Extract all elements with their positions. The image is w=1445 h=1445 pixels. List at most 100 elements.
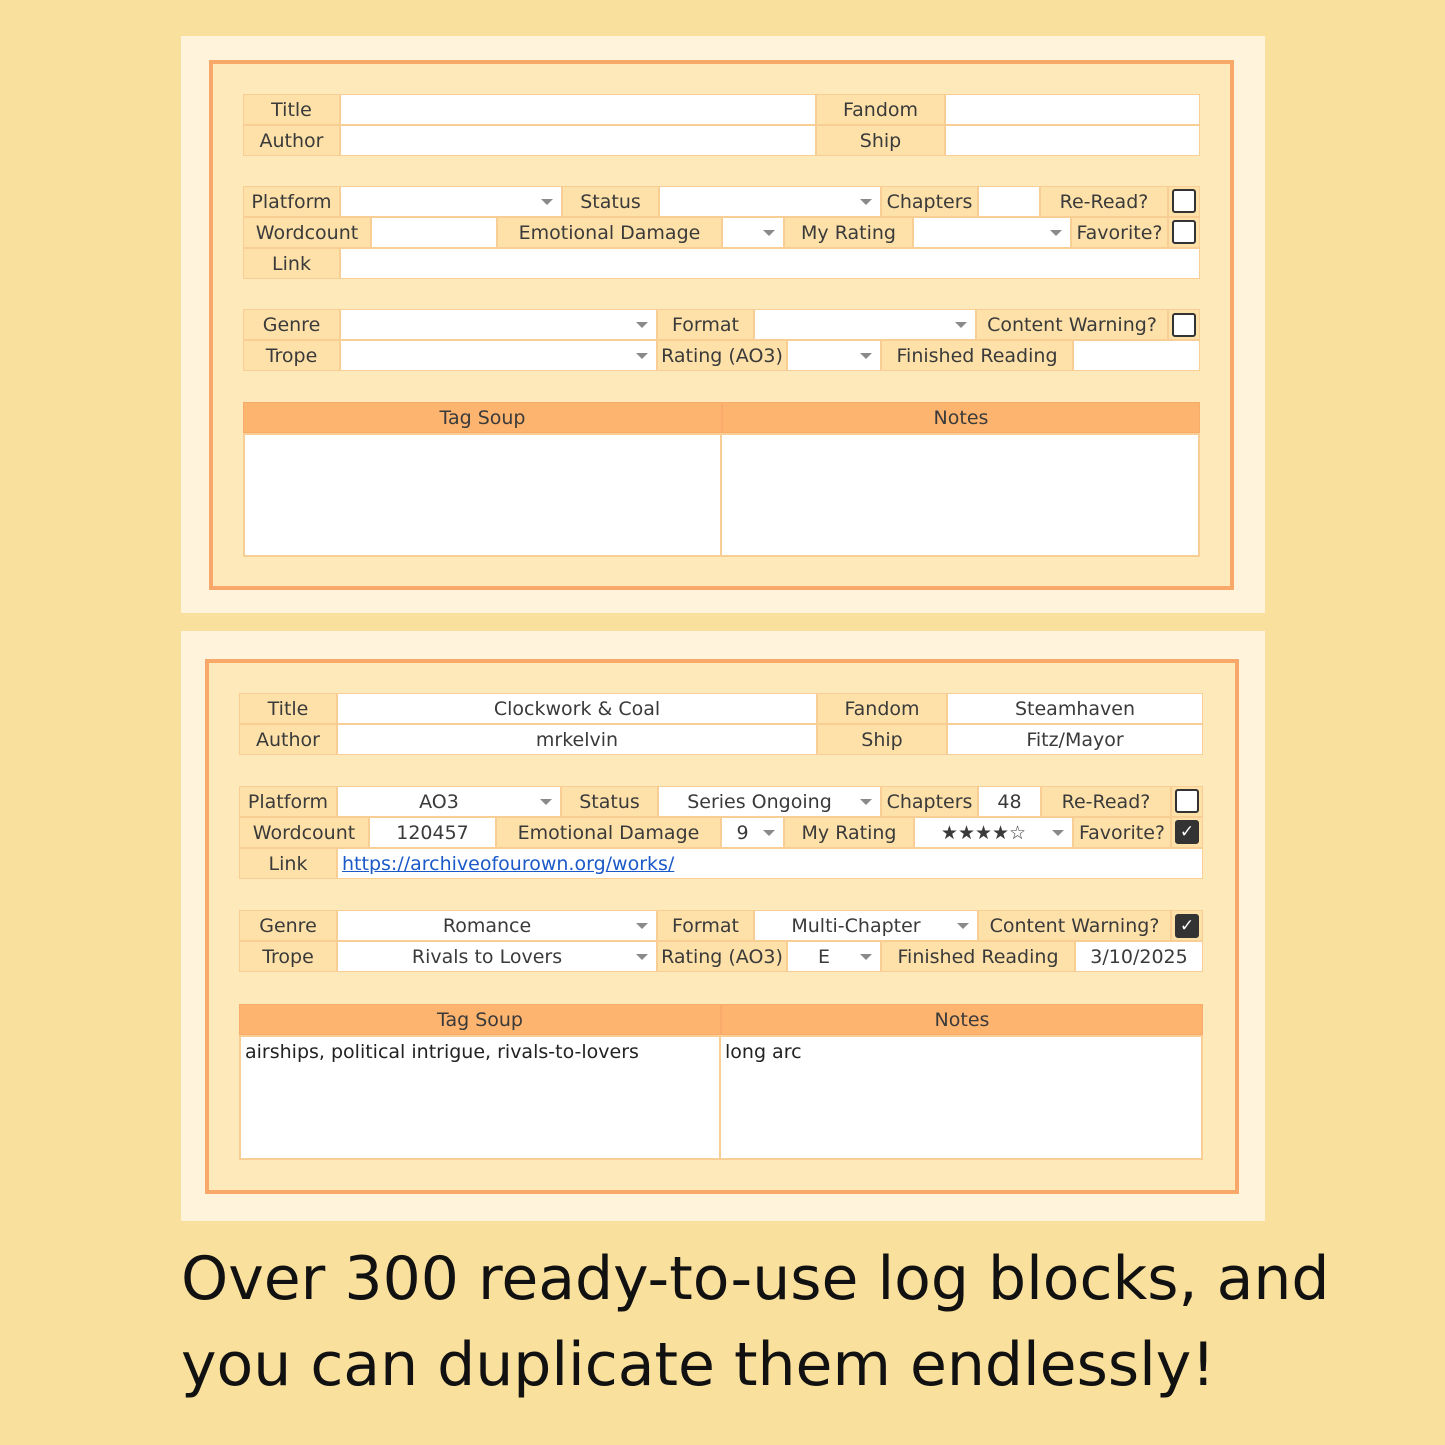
author-label: Author bbox=[243, 125, 340, 156]
link-url[interactable]: https://archiveofourown.org/works/ bbox=[342, 852, 675, 875]
tag-soup-header: Tag Soup bbox=[239, 1004, 721, 1035]
status-dropdown[interactable]: Series Ongoing bbox=[658, 786, 881, 817]
format-value: Multi-Chapter bbox=[791, 914, 921, 937]
favorite-label: Favorite? bbox=[1073, 817, 1171, 848]
link-label: Link bbox=[243, 248, 340, 279]
notes-textarea[interactable]: long arc bbox=[719, 1035, 1203, 1160]
favorite-checkbox[interactable] bbox=[1172, 220, 1196, 244]
content-warning-checkbox[interactable] bbox=[1172, 313, 1196, 337]
title-input[interactable] bbox=[340, 94, 816, 125]
favorite-checkbox[interactable]: ✓ bbox=[1175, 820, 1199, 844]
genre-dropdown[interactable] bbox=[340, 309, 657, 340]
title-label: Title bbox=[243, 94, 340, 125]
caret-down-icon bbox=[636, 322, 648, 328]
log-block-empty: Title Fandom Author Ship Platform Status… bbox=[181, 36, 1265, 613]
my-rating-value: ★★★★☆ bbox=[940, 821, 1027, 844]
trope-dropdown[interactable]: Rivals to Lovers bbox=[337, 941, 657, 972]
rating-ao3-dropdown[interactable]: E bbox=[787, 941, 881, 972]
content-warning-label: Content Warning? bbox=[976, 309, 1168, 340]
chapters-input[interactable]: 48 bbox=[978, 786, 1041, 817]
check-icon: ✓ bbox=[1179, 916, 1195, 936]
ship-input[interactable] bbox=[945, 125, 1200, 156]
genre-value: Romance bbox=[442, 914, 532, 937]
platform-label: Platform bbox=[243, 186, 340, 217]
promo-caption: Over 300 ready-to-use log blocks, and yo… bbox=[181, 1244, 1330, 1400]
finished-reading-label: Finished Reading bbox=[881, 941, 1075, 972]
link-label: Link bbox=[239, 848, 337, 879]
check-icon: ✓ bbox=[1179, 822, 1195, 842]
format-dropdown[interactable]: Multi-Chapter bbox=[754, 910, 978, 941]
tag-soup-textarea[interactable]: airships, political intrigue, rivals-to-… bbox=[239, 1035, 721, 1160]
caret-down-icon bbox=[860, 799, 872, 805]
log-block-filled: Title Clockwork & Coal Fandom Steamhaven… bbox=[181, 631, 1265, 1221]
platform-label: Platform bbox=[239, 786, 337, 817]
content-warning-label: Content Warning? bbox=[978, 910, 1171, 941]
link-input[interactable] bbox=[340, 248, 1200, 279]
chapters-input[interactable] bbox=[978, 186, 1040, 217]
finished-reading-input[interactable]: 3/10/2025 bbox=[1075, 941, 1203, 972]
caret-down-icon bbox=[540, 799, 552, 805]
trope-label: Trope bbox=[239, 941, 337, 972]
caret-down-icon bbox=[955, 322, 967, 328]
fandom-input[interactable] bbox=[945, 94, 1200, 125]
ship-label: Ship bbox=[817, 724, 947, 755]
reread-label: Re-Read? bbox=[1040, 186, 1168, 217]
status-label: Status bbox=[562, 186, 659, 217]
title-input[interactable]: Clockwork & Coal bbox=[337, 693, 817, 724]
platform-dropdown[interactable]: AO3 bbox=[337, 786, 561, 817]
format-label: Format bbox=[657, 309, 754, 340]
caret-down-icon bbox=[1050, 230, 1062, 236]
wordcount-input[interactable]: 120457 bbox=[369, 817, 496, 848]
caret-down-icon bbox=[860, 353, 872, 359]
chapters-label: Chapters bbox=[881, 786, 978, 817]
finished-reading-label: Finished Reading bbox=[881, 340, 1073, 371]
format-dropdown[interactable] bbox=[754, 309, 976, 340]
platform-dropdown[interactable] bbox=[340, 186, 562, 217]
caret-down-icon bbox=[860, 954, 872, 960]
rating-ao3-dropdown[interactable] bbox=[787, 340, 881, 371]
emotional-damage-dropdown[interactable] bbox=[722, 217, 784, 248]
wordcount-label: Wordcount bbox=[243, 217, 371, 248]
my-rating-dropdown[interactable] bbox=[913, 217, 1071, 248]
caret-down-icon bbox=[636, 353, 648, 359]
fandom-input[interactable]: Steamhaven bbox=[947, 693, 1203, 724]
caret-down-icon bbox=[860, 199, 872, 205]
caret-down-icon bbox=[541, 199, 553, 205]
favorite-label: Favorite? bbox=[1071, 217, 1168, 248]
author-input[interactable]: mrkelvin bbox=[337, 724, 817, 755]
rating-ao3-value: E bbox=[817, 945, 830, 968]
trope-label: Trope bbox=[243, 340, 340, 371]
wordcount-input[interactable] bbox=[371, 217, 497, 248]
reread-checkbox[interactable] bbox=[1175, 789, 1199, 813]
format-label: Format bbox=[657, 910, 754, 941]
title-label: Title bbox=[239, 693, 337, 724]
finished-reading-input[interactable] bbox=[1073, 340, 1200, 371]
author-input[interactable] bbox=[340, 125, 816, 156]
notes-textarea[interactable] bbox=[720, 433, 1200, 557]
rating-ao3-label: Rating (AO3) bbox=[657, 941, 787, 972]
ship-input[interactable]: Fitz/Mayor bbox=[947, 724, 1203, 755]
genre-label: Genre bbox=[239, 910, 337, 941]
emotional-damage-label: Emotional Damage bbox=[497, 217, 722, 248]
status-dropdown[interactable] bbox=[659, 186, 881, 217]
emotional-damage-dropdown[interactable]: 9 bbox=[721, 817, 784, 848]
link-input[interactable]: https://archiveofourown.org/works/ bbox=[337, 848, 1203, 879]
my-rating-dropdown[interactable]: ★★★★☆ bbox=[914, 817, 1073, 848]
fandom-label: Fandom bbox=[817, 693, 947, 724]
notes-header: Notes bbox=[721, 1004, 1203, 1035]
rating-ao3-label: Rating (AO3) bbox=[657, 340, 787, 371]
tag-soup-header: Tag Soup bbox=[243, 402, 722, 433]
reread-label: Re-Read? bbox=[1041, 786, 1171, 817]
chapters-label: Chapters bbox=[881, 186, 978, 217]
emotional-damage-label: Emotional Damage bbox=[496, 817, 721, 848]
caret-down-icon bbox=[763, 230, 775, 236]
trope-dropdown[interactable] bbox=[340, 340, 657, 371]
my-rating-label: My Rating bbox=[784, 217, 913, 248]
status-value: Series Ongoing bbox=[687, 790, 832, 813]
wordcount-label: Wordcount bbox=[239, 817, 369, 848]
reread-checkbox[interactable] bbox=[1172, 189, 1196, 213]
genre-dropdown[interactable]: Romance bbox=[337, 910, 657, 941]
content-warning-checkbox[interactable]: ✓ bbox=[1175, 914, 1199, 938]
caret-down-icon bbox=[636, 954, 648, 960]
tag-soup-textarea[interactable] bbox=[243, 433, 722, 557]
